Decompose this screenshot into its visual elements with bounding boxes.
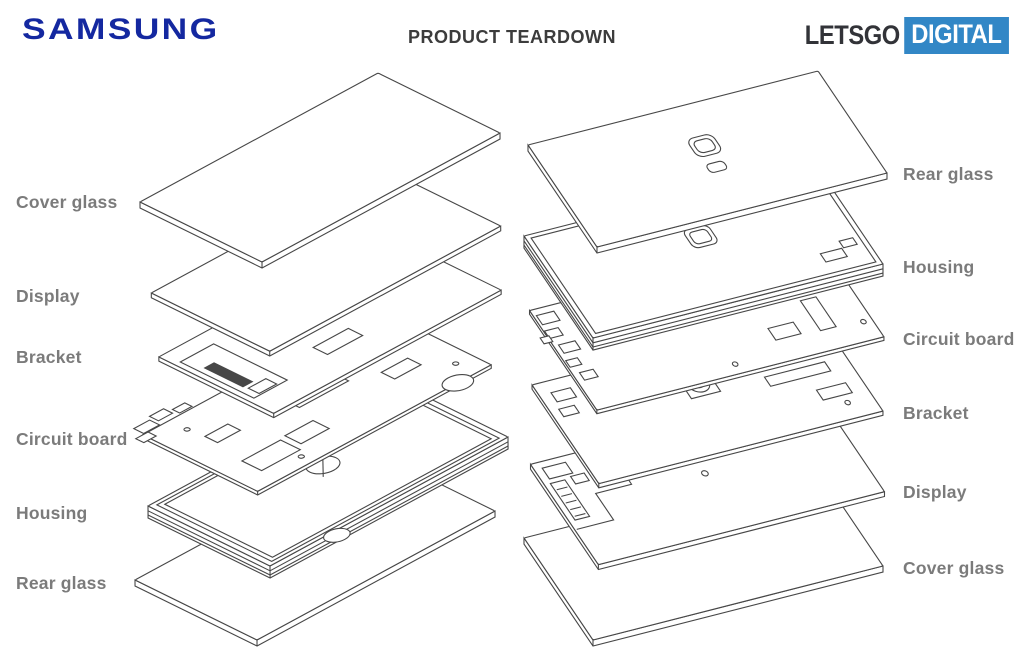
page-title: PRODUCT TEARDOWN [408,27,616,47]
letsgo-logo-text: LETSGO [804,20,900,50]
rear-teardown-rear-glass-drawing [525,71,891,253]
rear-label-rear-glass: Rear glass [903,164,994,184]
rear-label-display: Display [903,482,967,502]
rear-label-circuit-board: Circuit board [903,329,1015,349]
front-label-housing: Housing [16,503,88,523]
front-label-cover-glass: Cover glass [16,192,118,212]
rear-label-cover-glass: Cover glass [903,558,1005,578]
front-label-display: Display [16,286,80,306]
rear-label-bracket: Bracket [903,403,969,423]
rear-label-housing: Housing [903,257,975,277]
front-teardown-cover-glass-drawing [134,73,506,268]
letsgo-digital-logo: LETSGO DIGITAL [804,17,1008,54]
samsung-logo: SAMSUNG [22,13,220,46]
front-label-rear-glass: Rear glass [16,573,107,593]
front-teardown-housing-drawing [136,377,521,579]
digital-logo-badge: DIGITAL [903,17,1008,54]
front-teardown-circuit-board-drawing [121,301,501,500]
front-label-bracket: Bracket [16,347,82,367]
front-label-circuit-board: Circuit board [16,429,128,449]
